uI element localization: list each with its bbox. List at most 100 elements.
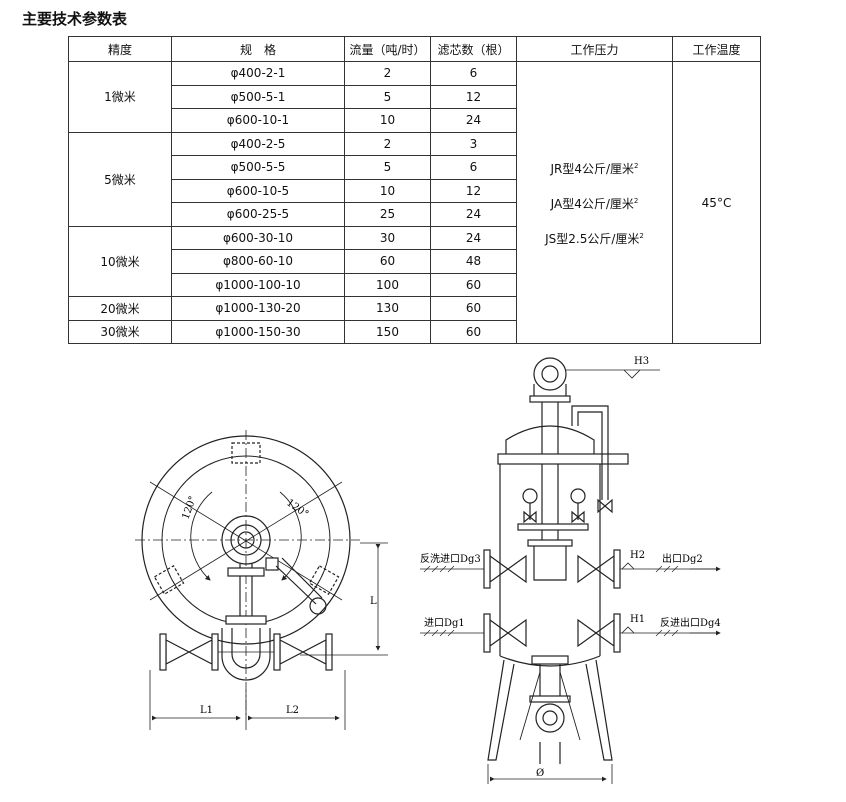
precision-cell: 30微米: [68, 319, 172, 344]
gauge-valve: [523, 510, 537, 524]
valve-flange: [325, 633, 333, 671]
core-flange: [527, 539, 573, 547]
table-header-row: 精度 规 格 流量（吨/时） 滤芯数（根） 工作压力 工作温度: [68, 36, 761, 62]
spec-cell: φ1000-130-20: [171, 296, 345, 321]
precision-cell: 20微米: [68, 296, 172, 321]
outlet-label: 出口Dg2: [662, 552, 703, 565]
pressure-gauge-right: [570, 488, 586, 504]
right-valve: [279, 639, 327, 665]
cartridge-cell: 48: [430, 249, 517, 274]
angle-label-left: 120°: [180, 495, 199, 521]
spec-cell: φ800-60-10: [171, 249, 345, 274]
center-nozzle-bore: [237, 531, 255, 549]
table-row: φ1000-100-10 100 60: [69, 272, 761, 297]
pressure-ja: JA型4公斤/厘米2: [550, 197, 639, 211]
cartridge-cell: 12: [430, 178, 517, 203]
spec-cell: φ1000-100-10: [171, 272, 345, 297]
side-pipe: [577, 411, 603, 500]
spec-cell: φ400-2-1: [171, 61, 345, 86]
cartridge-cell: 6: [430, 61, 517, 86]
header-precision: 精度: [68, 36, 172, 62]
dim-l1-label: L1: [200, 705, 213, 716]
table-row: 1微米 φ400-2-1 2 6 JR型4公斤/厘米2 JA型4公斤/厘米2 J…: [68, 61, 761, 344]
backwash-outlet-valve: [577, 618, 615, 648]
valve-flange: [483, 549, 491, 589]
valve-flange: [483, 613, 491, 653]
valve-flange: [613, 613, 621, 653]
flow-cell: 10: [344, 178, 431, 203]
page-heading: 主要技术参数表: [22, 10, 128, 28]
inlet-label: 进口Dg1: [424, 617, 465, 629]
h2-label: H2: [630, 550, 645, 561]
dim-l2-label: L2: [286, 705, 299, 716]
flow-cell: 150: [344, 319, 431, 344]
table-row: 30微米 φ1000-150-30 150 60: [68, 319, 761, 344]
bottom-flange: [529, 695, 571, 703]
hatch: [423, 629, 455, 637]
diagonal-centerline: [149, 481, 343, 601]
table-row: φ800-60-10 60 48: [69, 249, 761, 274]
cartridge-cell: 24: [430, 108, 517, 133]
table-row: φ600-10-5 10 12: [69, 178, 761, 203]
pressure-gauge-left: [522, 488, 538, 504]
cartridge-cell: 6: [430, 155, 517, 180]
header-spec: 规 格: [171, 36, 345, 62]
dashed-lug: [308, 565, 340, 595]
dim-l-label: L: [370, 596, 377, 607]
table-row: φ500-5-5 5 6: [69, 155, 761, 180]
inlet-valve: [489, 618, 527, 648]
arm-block: [265, 557, 279, 571]
drain-loop-outer: [535, 703, 565, 733]
center-nozzle-inner: [230, 524, 262, 556]
stem-flange: [227, 567, 265, 577]
backwash-inlet-label: 反洗进口Dg3: [420, 553, 481, 565]
table-row: 10微米 φ600-30-10 30 24: [68, 225, 761, 297]
cartridge-cell: 60: [430, 319, 517, 344]
cartridge-cell: 12: [430, 84, 517, 109]
valve-flange: [273, 633, 281, 671]
pressure-cell: JR型4公斤/厘米2 JA型4公斤/厘米2 JS型2.5公斤/厘米2: [516, 61, 673, 344]
spec-cell: φ500-5-5: [171, 155, 345, 180]
valve-flange: [613, 549, 621, 589]
header-flow: 流量（吨/时）: [344, 36, 431, 62]
backwash-outlet-label: 反进出口Dg4: [660, 616, 721, 629]
top-loop-outer: [533, 357, 567, 391]
gauge-arm: [281, 557, 323, 599]
spec-table: 精度 规 格 流量（吨/时） 滤芯数（根） 工作压力 工作温度 1微米 φ400…: [68, 36, 761, 344]
spec-cell: φ600-10-1: [171, 108, 345, 133]
flow-cell: 130: [344, 296, 431, 321]
top-view-drawing: [135, 430, 388, 730]
gauge-circle: [309, 597, 327, 615]
table-row: 5微米 φ400-2-5 2 3: [68, 131, 761, 227]
diameter-label: Ø: [536, 768, 544, 779]
pressure-js: JS型2.5公斤/厘米2: [545, 232, 644, 246]
table-row: φ500-5-1 5 12: [69, 84, 761, 109]
precision-cell: 1微米: [68, 61, 172, 133]
flow-cell: 25: [344, 202, 431, 227]
flow-cell: 5: [344, 84, 431, 109]
vessel-top-flange: [497, 453, 629, 465]
angle-arc-right: [279, 491, 302, 581]
outlet-valve: [577, 554, 615, 584]
flow-cell: 10: [344, 108, 431, 133]
drain-loop-inner: [542, 710, 558, 726]
hatch: [423, 565, 455, 573]
spec-cell: φ500-5-1: [171, 84, 345, 109]
left-valve: [165, 639, 213, 665]
dashed-lug: [231, 442, 261, 464]
table-row: 20微米 φ1000-130-20 130 60: [68, 296, 761, 321]
angle-arc-left: [190, 491, 213, 581]
bottom-tee-inner: [231, 628, 261, 669]
hatch: [655, 565, 679, 573]
inner-core: [533, 540, 567, 581]
gauge-valve: [571, 510, 585, 524]
center-nozzle-outer: [221, 515, 271, 565]
header-cartridges: 滤芯数（根）: [430, 36, 517, 62]
tube-plate: [517, 523, 589, 531]
h3-marker: [623, 369, 641, 379]
cartridge-cell: 24: [430, 225, 517, 250]
cartridge-cell: 60: [430, 272, 517, 297]
front-view-drawing: [420, 357, 721, 784]
spec-cell: φ400-2-5: [171, 131, 345, 156]
